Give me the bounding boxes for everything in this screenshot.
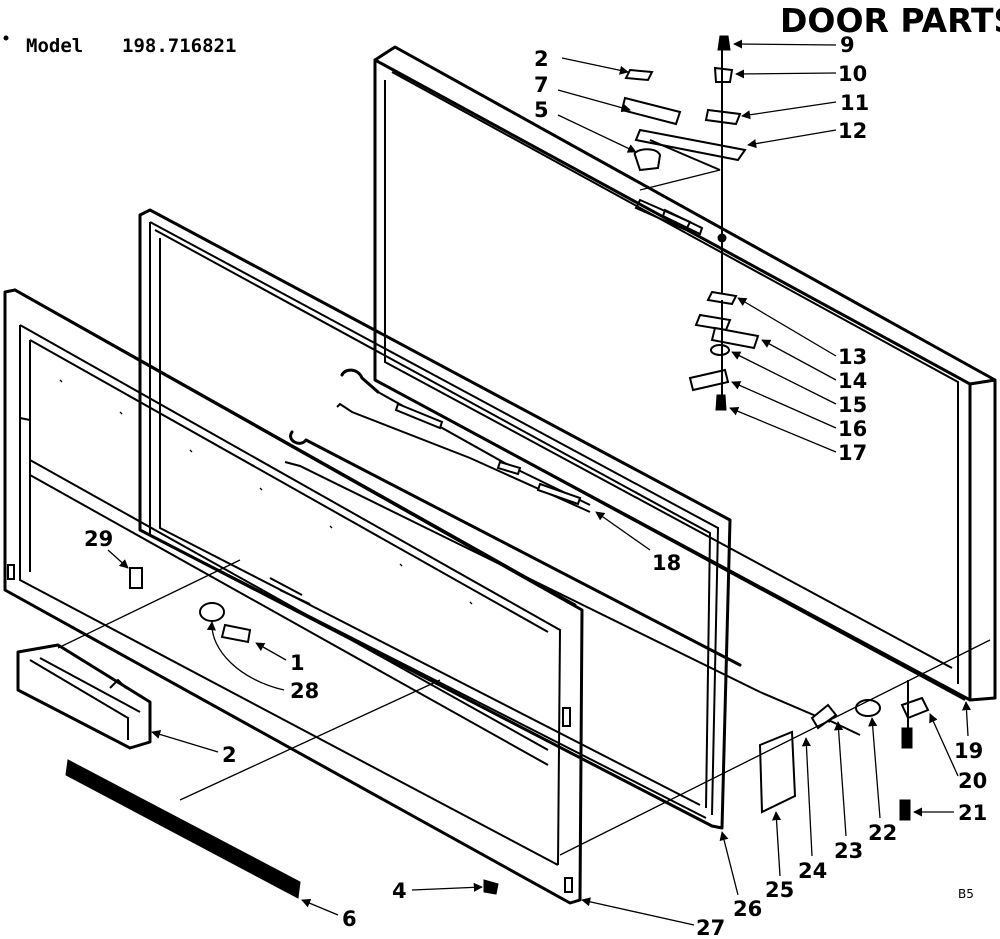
callout-25: 25 [765,811,794,902]
diagram-code: B5 [958,887,974,901]
svg-text:10: 10 [838,62,867,86]
door-handle [16,643,152,750]
svg-text:24: 24 [798,859,827,883]
svg-text:17: 17 [838,441,867,465]
svg-text:2: 2 [222,743,237,767]
door-rods [284,368,861,736]
callout-28: 28 [206,621,319,703]
callout-18: 18 [595,511,681,575]
inner-door-liner [3,288,584,905]
small-parts-left [129,567,311,644]
callout-4: 4 [392,879,499,903]
svg-text:7: 7 [534,73,549,97]
callout-22: 22 [868,717,897,845]
lower-hinge-assembly [688,290,760,411]
svg-text:14: 14 [838,369,867,393]
svg-text:25: 25 [765,878,794,902]
svg-text:22: 22 [868,821,897,845]
callout-11: 11 [741,91,869,120]
svg-text:11: 11 [840,91,869,115]
svg-text:4: 4 [392,879,407,903]
registration-dot [3,35,9,41]
callout-1: 1 [255,642,305,675]
callout-21: 21 [899,799,987,825]
callout-27: 27 [581,897,725,939]
callout-8: 7 [534,73,631,113]
svg-text:23: 23 [834,839,863,863]
callout-2: 2 [151,730,237,767]
svg-text:19: 19 [954,739,983,763]
upper-hinge-assembly [620,35,747,300]
callout-20: 20 [929,713,987,793]
callout-15: 15 [731,351,867,417]
callout-23: 23 [834,721,863,863]
callout-10: 10 [735,62,867,86]
svg-text:28: 28 [290,679,319,703]
svg-text:6: 6 [342,907,357,931]
svg-text:2: 2 [534,47,549,71]
callout-24: 24 [798,737,827,883]
svg-text:1: 1 [290,651,305,675]
callout-29: 29 [84,527,129,569]
callout-12: 12 [747,119,867,149]
callout-5: 5 [534,98,637,153]
svg-text:5: 5 [534,98,549,122]
svg-text:16: 16 [838,417,867,441]
callout-16: 16 [731,381,867,441]
svg-text:20: 20 [958,769,987,793]
callout-26: 26 [719,831,762,921]
page-title: DOOR PARTS [780,1,1000,40]
lower-right-parts [758,680,930,814]
callout-7: 2 [534,47,629,75]
svg-text:13: 13 [838,345,867,369]
callout-19: 19 [954,701,983,763]
svg-text:26: 26 [733,897,762,921]
outer-door-panel [373,45,997,702]
model-label: Model [26,35,83,57]
svg-text:12: 12 [838,119,867,143]
svg-text:15: 15 [838,393,867,417]
callout-6: 6 [301,898,357,931]
svg-text:21: 21 [958,801,987,825]
callout-9: 9 [733,33,855,57]
callout-17: 17 [729,406,867,465]
door-gasket [138,208,732,830]
callout-14: 14 [761,339,867,393]
svg-text:27: 27 [696,916,725,939]
callout-13: 13 [737,297,867,369]
svg-text:29: 29 [84,527,113,551]
svg-text:18: 18 [652,551,681,575]
svg-text:9: 9 [840,33,855,57]
model-number: 198.716821 [122,35,236,57]
trim-strip [65,759,301,899]
leader-lines [57,169,991,856]
